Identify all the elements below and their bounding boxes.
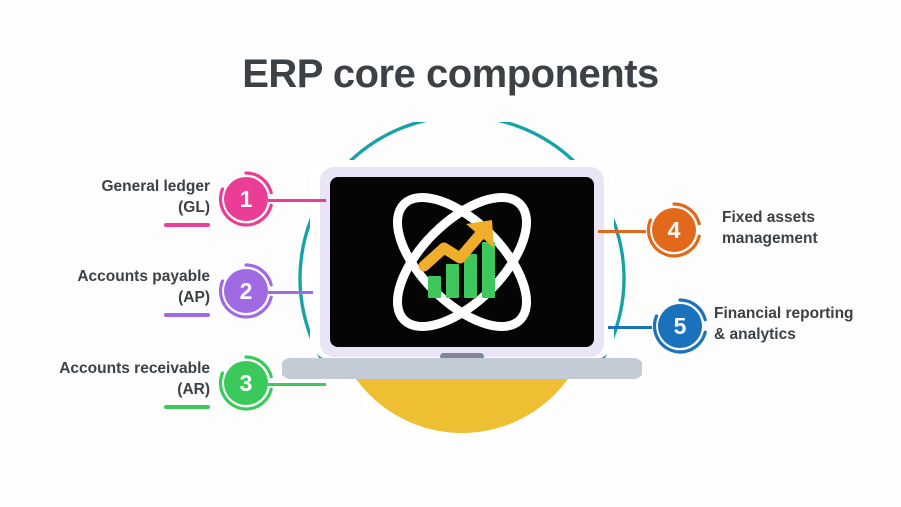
connector-1 <box>268 199 326 202</box>
laptop-base <box>280 358 644 379</box>
badge-5-ring <box>652 298 707 354</box>
connector-4 <box>598 230 646 233</box>
badge-4-number: 4 <box>652 208 696 252</box>
label-2-line-1: Accounts payable <box>77 268 210 285</box>
center-illustration-svg <box>280 114 644 445</box>
badge-2-number: 2 <box>224 269 268 313</box>
label-block-4: Fixed assets management <box>722 207 901 249</box>
badge-5-number: 5 <box>658 304 702 348</box>
label-1-line-2: (GL) <box>178 199 210 216</box>
label-1-underline <box>164 223 210 227</box>
badge-3[interactable]: 3 <box>218 355 274 411</box>
growth-bars <box>428 242 495 298</box>
connector-2 <box>268 291 313 294</box>
connector-3 <box>268 383 326 386</box>
laptop-illustration <box>280 167 644 379</box>
badge-2-ring <box>218 263 273 319</box>
badge-1[interactable]: 1 <box>218 171 274 227</box>
label-5-line-1: Financial reporting <box>714 305 854 322</box>
atom-growth-chart-icon <box>392 192 532 332</box>
label-1-line-1: General ledger <box>101 178 210 195</box>
badge-4[interactable]: 4 <box>646 202 702 258</box>
label-3-line-2: (AR) <box>177 381 210 398</box>
badge-4-ring <box>646 202 701 258</box>
label-block-5: Financial reporting & analytics <box>714 303 901 345</box>
badge-1-ring <box>218 171 273 227</box>
label-4-line-2: management <box>722 230 818 247</box>
label-block-3: Accounts receivable (AR) <box>10 358 210 409</box>
label-5-line-2: & analytics <box>714 326 796 343</box>
label-block-2: Accounts payable (AP) <box>20 266 210 317</box>
trend-arrow-icon <box>418 220 494 272</box>
badge-2[interactable]: 2 <box>218 263 274 319</box>
connector-5 <box>608 326 652 329</box>
badge-3-number: 3 <box>224 361 268 405</box>
label-2-underline <box>164 313 210 317</box>
label-4-line-1: Fixed assets <box>722 209 816 226</box>
page-title: ERP core components <box>242 52 659 96</box>
label-2-line-2: (AP) <box>178 289 210 306</box>
label-3-line-1: Accounts receivable <box>59 360 210 377</box>
badge-3-ring <box>218 355 273 411</box>
center-illustration <box>280 114 644 482</box>
label-block-1: General ledger (GL) <box>20 176 210 227</box>
badge-1-number: 1 <box>224 177 268 221</box>
badge-5[interactable]: 5 <box>652 298 708 354</box>
label-3-underline <box>164 405 210 409</box>
